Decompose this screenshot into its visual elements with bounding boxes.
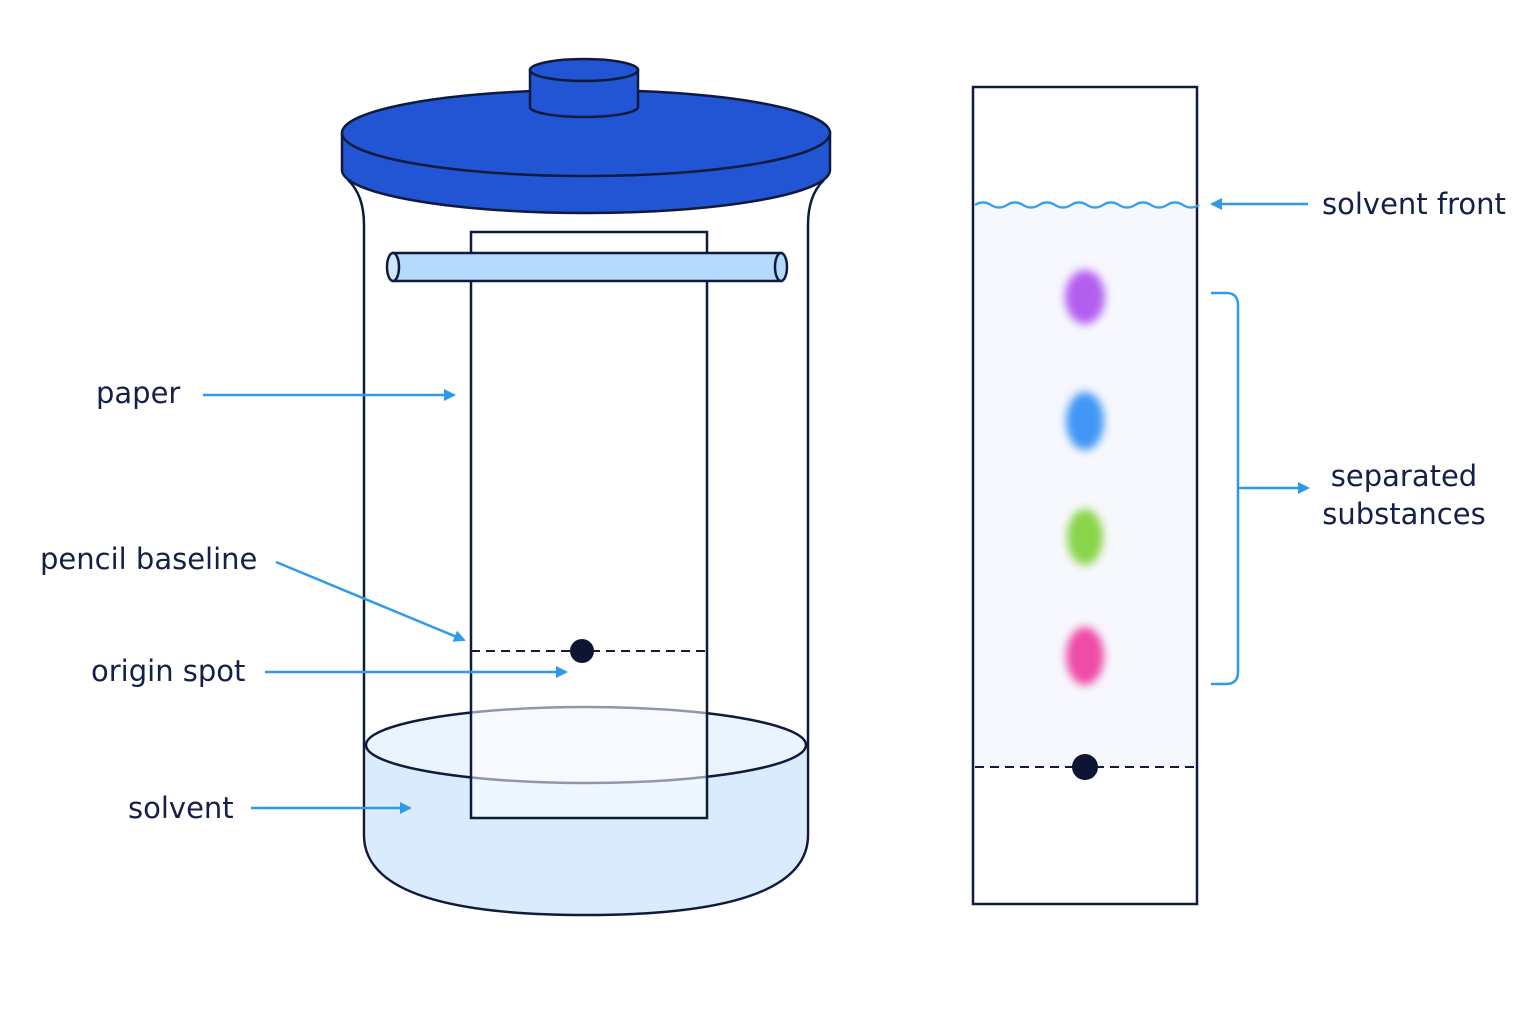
label-substances: substances [1322,497,1485,531]
label-solvent-group: solvent [128,791,412,825]
label-origin-spot: origin spot [91,654,245,688]
label-pencil-baseline-group: pencil baseline [40,542,466,642]
chromatography-jar [340,57,832,917]
right-arrow-icon [275,560,466,642]
right-bracket-icon [1211,291,1240,686]
jar-outline [347,179,825,917]
spot-green [1067,509,1103,565]
lid-knob [528,68,640,119]
developed-chromatogram [971,85,1200,906]
label-paper-group: paper [96,376,456,410]
spot-pink [1066,627,1104,685]
label-paper: paper [96,376,180,410]
label-pencil-baseline: pencil baseline [40,542,257,576]
spot-blue [1066,392,1104,450]
label-origin-spot-group: origin spot [91,654,568,688]
label-solvent-front: solvent front [1322,187,1506,221]
label-solvent: solvent [128,791,234,825]
label-solvent-front-group: solvent front [1210,187,1506,221]
label-separated-substances-group: separated substances [1211,291,1486,686]
chromatogram-origin-spot [1072,754,1098,780]
jar-lid [340,57,832,215]
support-rod [385,251,789,283]
separated-spots [1065,270,1105,685]
label-separated: separated [1331,459,1477,493]
origin-spot [570,639,594,663]
paper-strip [469,230,709,820]
solvent-front-line [974,201,1200,209]
spot-purple [1065,270,1105,324]
